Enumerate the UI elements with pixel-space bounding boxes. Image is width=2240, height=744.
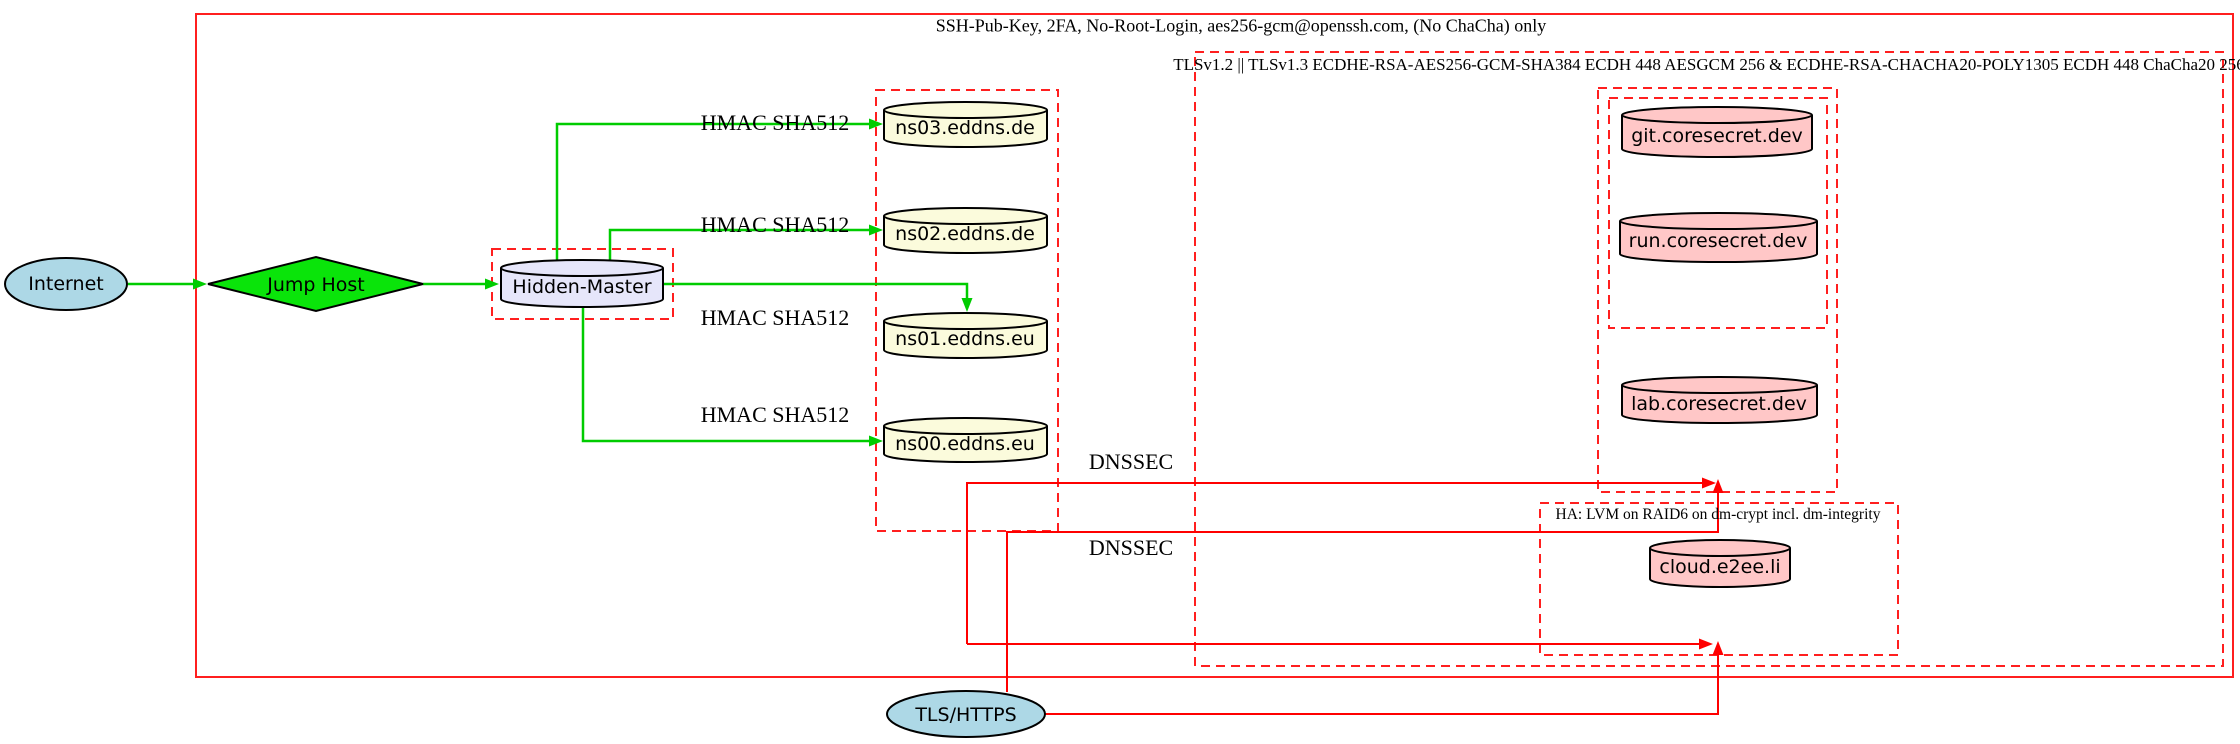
edge-hiddenmaster-ns02-arrowhead bbox=[869, 224, 883, 236]
edge-hiddenmaster-ns03 bbox=[555, 122, 870, 261]
edge-jumphost-hiddenmaster-arrowhead bbox=[485, 278, 499, 290]
ns02-node-rim bbox=[883, 215, 1048, 225]
git-node-rim bbox=[1621, 114, 1813, 124]
ns01-node bbox=[883, 312, 1048, 359]
git-node-label: git.coresecret.dev bbox=[1631, 125, 1803, 147]
lab-node-label: lab.coresecret.dev bbox=[1631, 393, 1807, 415]
run-node-label: run.coresecret.dev bbox=[1628, 230, 1808, 252]
hidden-master-node-rim bbox=[500, 267, 664, 277]
hmac-sha512-label-ns01: HMAC SHA512 bbox=[700, 305, 850, 330]
ns03-node bbox=[883, 101, 1048, 148]
lab-node bbox=[1621, 376, 1818, 424]
ns00-node-rim bbox=[883, 425, 1048, 435]
hmac-sha512-label-ns00: HMAC SHA512 bbox=[700, 402, 850, 427]
hidden-master-node bbox=[500, 259, 664, 308]
ns03-node-label: ns03.eddns.de bbox=[895, 117, 1035, 139]
coresecret-inner-cluster-box bbox=[1608, 97, 1828, 329]
edge-tlshttps-ha bbox=[1045, 654, 1719, 715]
ns01-node-rim bbox=[883, 320, 1048, 330]
cloud-node-rim bbox=[1649, 547, 1791, 557]
edge-dnssec-ha-arrowhead bbox=[1699, 638, 1713, 650]
edge-hiddenmaster-ns00 bbox=[581, 306, 870, 443]
edge-dnssec-coresecret-arrowhead bbox=[1702, 477, 1716, 489]
ns02-node-label: ns02.eddns.de bbox=[895, 223, 1035, 245]
coresecret-cluster-box bbox=[1597, 87, 1838, 493]
git-node bbox=[1621, 106, 1813, 158]
ns01-node-label: ns01.eddns.eu bbox=[895, 328, 1035, 350]
run-node-rim bbox=[1619, 220, 1818, 230]
tls-cluster-label: TLSv1.2 || TLSv1.3 ECDHE-RSA-AES256-GCM-… bbox=[1173, 55, 2240, 74]
ha-cluster-label: HA: LVM on RAID6 on dm-crypt incl. dm-in… bbox=[1555, 506, 1881, 523]
ns00-node bbox=[883, 417, 1048, 463]
edge-hiddenmaster-ns00-arrowhead bbox=[869, 435, 883, 447]
internet-node bbox=[4, 257, 128, 311]
hmac-sha512-label-ns02: HMAC SHA512 bbox=[700, 212, 850, 237]
dnssec-label-coresecret: DNSSEC bbox=[1088, 449, 1174, 474]
jump-host-node bbox=[207, 255, 424, 313]
edge-hiddenmaster-ns03-arrowhead bbox=[869, 118, 883, 130]
hidden-master-node-label: Hidden-Master bbox=[512, 276, 652, 298]
tls-https-node bbox=[886, 690, 1046, 738]
edge-hiddenmaster-ns01-arrowhead bbox=[961, 298, 973, 312]
tls-https-node-label: TLS/HTTPS bbox=[915, 704, 1017, 726]
edge-tlshttps-coresecret bbox=[1006, 492, 1719, 692]
ssh-cluster-label: SSH-Pub-Key, 2FA, No-Root-Login, aes256-… bbox=[935, 15, 1547, 36]
cloud-node-label: cloud.e2ee.li bbox=[1659, 556, 1781, 578]
ns02-node bbox=[883, 207, 1048, 254]
internet-node-label: Internet bbox=[28, 273, 104, 295]
ns03-node-rim bbox=[883, 109, 1048, 119]
cloud-node bbox=[1649, 539, 1791, 588]
hmac-sha512-label-ns03: HMAC SHA512 bbox=[700, 110, 850, 135]
jump-host-node-label: Jump Host bbox=[267, 274, 365, 296]
edge-dnssec-coresecret bbox=[966, 482, 1703, 644]
edge-internet-jumphost-arrowhead bbox=[193, 278, 207, 290]
edge-tlshttps-coresecret-arrowhead bbox=[1712, 479, 1724, 493]
ns00-node-label: ns00.eddns.eu bbox=[895, 433, 1035, 455]
dnssec-label-ha: DNSSEC bbox=[1088, 535, 1174, 560]
lab-node-rim bbox=[1621, 384, 1818, 394]
edge-tlshttps-ha-arrowhead bbox=[1712, 641, 1724, 655]
edge-hiddenmaster-ns01 bbox=[663, 282, 969, 299]
edge-hiddenmaster-ns02 bbox=[608, 228, 870, 261]
run-node bbox=[1619, 212, 1818, 263]
ssh-cluster-box bbox=[195, 13, 2234, 678]
tls-cluster-box bbox=[1194, 51, 2224, 667]
